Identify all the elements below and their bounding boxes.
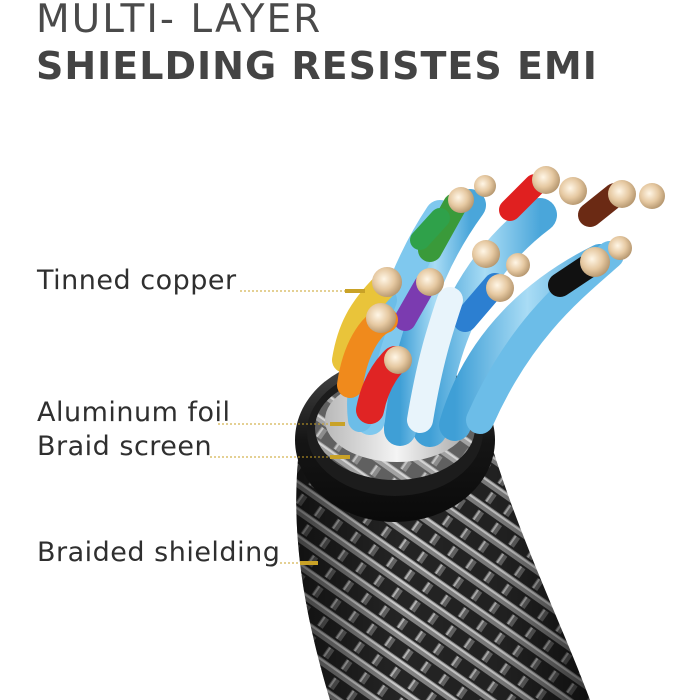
tinned-copper-tips	[366, 166, 665, 374]
heading-line-1: MULTI- LAYER	[36, 0, 323, 42]
label-tinned-copper: Tinned copper	[37, 265, 237, 296]
heading-line-2: SHIELDING RESISTES EMI	[36, 44, 598, 88]
label-aluminum-foil: Aluminum foil	[37, 397, 231, 428]
leader-lines	[210, 289, 365, 565]
label-braided-shielding: Braided shielding	[37, 537, 281, 568]
label-braid-screen: Braid screen	[37, 431, 213, 462]
